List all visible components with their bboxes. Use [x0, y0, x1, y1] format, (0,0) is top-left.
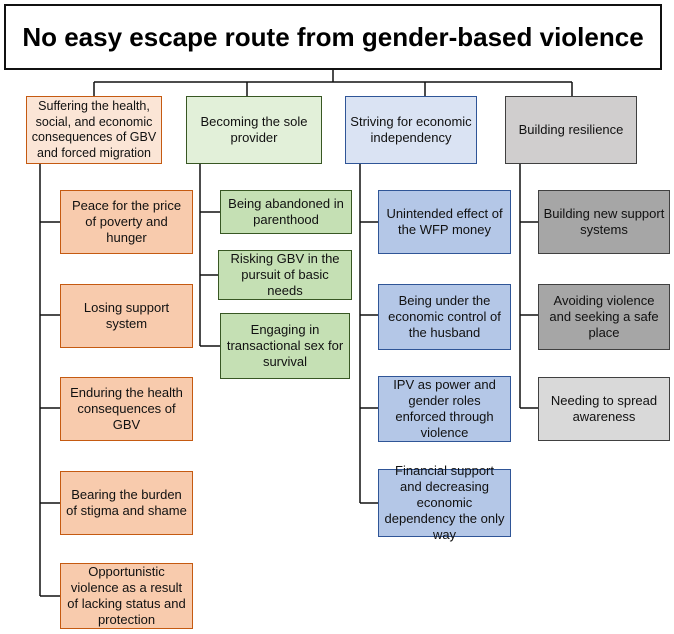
category-building-resilience: Building resilience [505, 96, 637, 164]
category-health-social-economic: Suffering the health, social, and econom… [26, 96, 162, 164]
item-risking-gbv-basic-needs: Risking GBV in the pursuit of basic need… [218, 250, 352, 300]
item-economic-control-husband: Being under the economic control of the … [378, 284, 511, 350]
item-ipv-power-gender-roles: IPV as power and gender roles enforced t… [378, 376, 511, 442]
item-peace-for-poverty: Peace for the price of poverty and hunge… [60, 190, 193, 254]
item-opportunistic-violence: Opportunistic violence as a result of la… [60, 563, 193, 629]
item-spread-awareness: Needing to spread awareness [538, 377, 670, 441]
category-economic-independency: Striving for economic independency [345, 96, 477, 164]
item-losing-support-system: Losing support system [60, 284, 193, 348]
item-new-support-systems: Building new support systems [538, 190, 670, 254]
item-avoiding-violence: Avoiding violence and seeking a safe pla… [538, 284, 670, 350]
item-financial-support: Financial support and decreasing economi… [378, 463, 511, 542]
item-transactional-sex: Engaging in transactional sex for surviv… [220, 313, 350, 379]
category-sole-provider: Becoming the sole provider [186, 96, 322, 164]
item-abandoned-in-parenthood: Being abandoned in parenthood [220, 190, 352, 234]
diagram-title: No easy escape route from gender-based v… [4, 4, 662, 70]
item-stigma-and-shame: Bearing the burden of stigma and shame [60, 471, 193, 535]
item-unintended-effect-wfp: Unintended effect of the WFP money [378, 190, 511, 254]
item-health-consequences: Enduring the health consequences of GBV [60, 377, 193, 441]
